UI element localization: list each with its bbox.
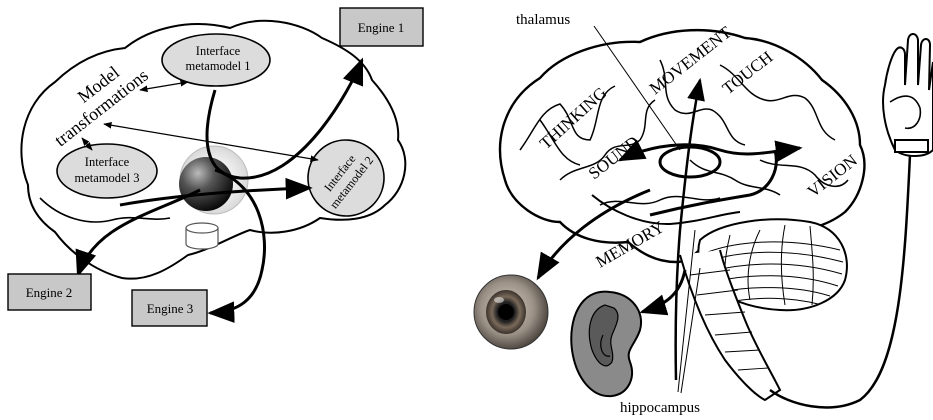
engine-3-label: Engine 3 <box>147 301 194 316</box>
ear-icon <box>571 292 641 396</box>
interface-metamodel-1-line2: metamodel 1 <box>186 59 251 73</box>
eye-icon <box>474 275 548 349</box>
hand-icon <box>883 34 933 156</box>
engine-sphere <box>179 157 233 211</box>
interface-metamodel-3-line1: Interface <box>85 155 130 169</box>
thalamus-label: thalamus <box>516 12 570 28</box>
engine-2-label: Engine 2 <box>26 285 73 300</box>
hippocampus-label: hippocampus <box>620 400 700 416</box>
engine-1-label: Engine 1 <box>358 20 405 35</box>
flow-to-ear <box>642 270 685 312</box>
right-brain-diagram: thalamus hippocampus THINKING MOVEMENT T… <box>474 12 933 416</box>
left-brain-diagram: Engine 1 Engine 2 Engine 3 Interface met… <box>8 8 423 326</box>
database-cylinder <box>186 223 218 249</box>
interface-metamodel-3-line2: metamodel 3 <box>75 171 140 185</box>
interface-metamodel-1-line1: Interface <box>196 44 241 58</box>
